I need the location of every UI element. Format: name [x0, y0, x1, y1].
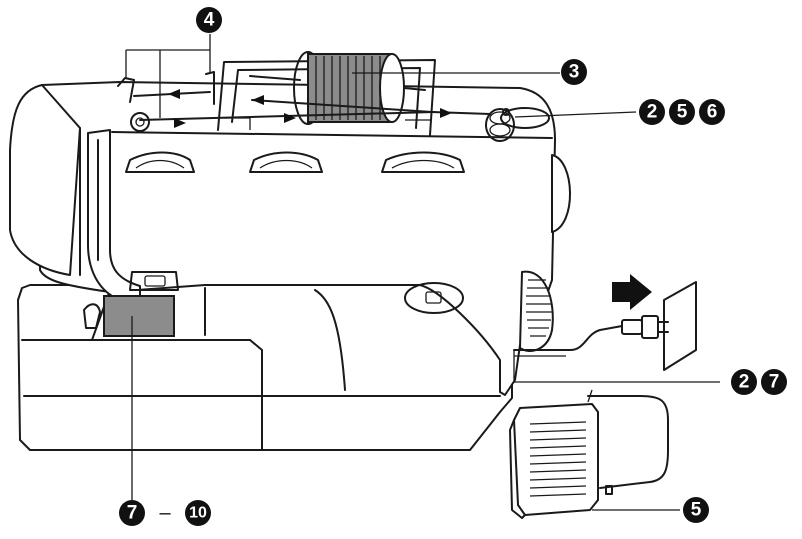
callout-badge-label: 10 — [189, 505, 207, 522]
callout-power-cord: 2 7 — [731, 369, 787, 395]
callout-badge-label: 5 — [677, 102, 688, 123]
thread-arrow — [168, 89, 180, 99]
callout-bobbin-winder: 2 5 6 — [639, 99, 725, 125]
thread-arrow — [252, 95, 264, 105]
pattern-window-inner — [425, 291, 442, 304]
thread-spool — [249, 51, 426, 125]
thread-arrow — [284, 113, 296, 123]
dial-left — [125, 151, 195, 173]
callout-foot-controller: 5 — [683, 497, 709, 523]
wall-socket — [663, 281, 697, 371]
thread-guides — [117, 71, 215, 132]
callout-badge-label: 7 — [127, 503, 138, 524]
callout-badge-label: 2 — [739, 372, 750, 393]
callout-spool-pins: 4 — [196, 7, 222, 33]
callout-badge-label: 5 — [691, 500, 702, 521]
bobbin-winder — [485, 107, 550, 142]
foot-controller — [509, 389, 669, 519]
callout-badge-label: 6 — [707, 102, 718, 123]
machine-base — [17, 284, 513, 451]
power-cord — [513, 274, 697, 371]
callout-spool: 3 — [561, 59, 587, 85]
dial-right — [381, 151, 465, 173]
callout-badge-label: 3 — [569, 62, 580, 83]
pattern-window — [404, 282, 464, 314]
plug-in-arrow — [612, 274, 652, 310]
callout-badge-label: 2 — [647, 102, 658, 123]
dial-middle — [249, 151, 323, 173]
needle-plate — [103, 295, 175, 337]
callout-needle-area: 7 – 10 — [119, 500, 211, 526]
thread-arrow — [174, 118, 186, 128]
callout-badge-label: 4 — [204, 10, 215, 31]
top-dials — [125, 151, 465, 173]
callout-range-separator: – — [159, 502, 171, 524]
threading-path — [133, 89, 491, 128]
needle-area — [83, 271, 179, 337]
thread-arrow — [440, 108, 452, 118]
leader-lines — [125, 34, 720, 511]
callout-badge-label: 7 — [769, 372, 780, 393]
